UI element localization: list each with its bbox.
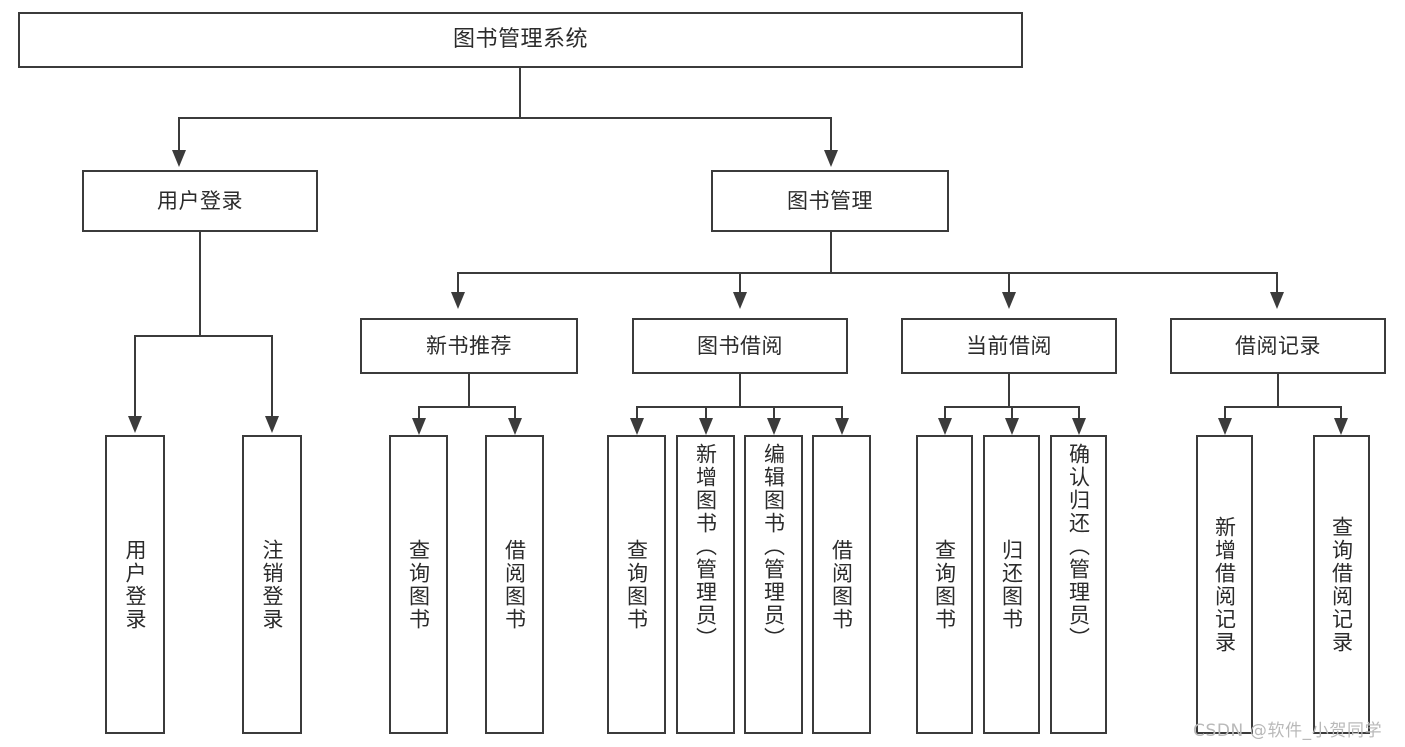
node-label: 新增借阅记录	[1212, 515, 1237, 654]
connector-book-manage-stem	[830, 232, 832, 272]
connector-to-book-borrow	[739, 272, 741, 294]
leaf-user-login-login[interactable]: 用户登录	[105, 435, 165, 734]
leaf-book-borrow-add[interactable]: 新增图书（管理员）	[676, 435, 735, 734]
connector-book-borrow-stem	[739, 374, 741, 406]
connector-borrow-record-leaf1	[1224, 406, 1226, 420]
connector-current-borrow-leaf2	[1011, 406, 1013, 420]
node-label: 编辑图书（管理员）	[761, 443, 786, 650]
arrowhead-new-book-leaf2	[508, 418, 522, 435]
connector-new-book-leaf1	[418, 406, 420, 420]
arrowhead-to-user-login	[172, 150, 186, 167]
node-label: 查询图书	[932, 538, 957, 631]
connector-book-borrow-bus	[636, 406, 843, 408]
connector-new-book-leaf2	[514, 406, 516, 420]
leaf-new-book-query[interactable]: 查询图书	[389, 435, 448, 734]
arrowhead-to-book-borrow	[733, 292, 747, 309]
arrowhead-user-login-leaf1	[128, 416, 142, 433]
connector-user-login-bus	[134, 335, 273, 337]
node-label: 新书推荐	[426, 333, 512, 358]
arrowhead-to-borrow-record	[1270, 292, 1284, 309]
connector-new-book-stem	[468, 374, 470, 406]
node-label: 查询借阅记录	[1329, 515, 1354, 654]
connector-to-borrow-record	[1276, 272, 1278, 294]
arrowhead-to-book-manage	[824, 150, 838, 167]
node-book-borrow[interactable]: 图书借阅	[632, 318, 848, 374]
node-label: 图书管理	[787, 188, 873, 213]
arrowhead-current-borrow-leaf2	[1005, 418, 1019, 435]
connector-current-borrow-stem	[1008, 374, 1010, 406]
node-label: 确认归还（管理员）	[1066, 443, 1091, 650]
leaf-borrow-record-query[interactable]: 查询借阅记录	[1313, 435, 1370, 734]
leaf-book-borrow-query[interactable]: 查询图书	[607, 435, 666, 734]
leaf-borrow-record-add[interactable]: 新增借阅记录	[1196, 435, 1253, 734]
connector-root-to-book-manage	[830, 117, 832, 153]
arrowhead-current-borrow-leaf1	[938, 418, 952, 435]
node-borrow-record[interactable]: 借阅记录	[1170, 318, 1386, 374]
arrowhead-user-login-leaf2	[265, 416, 279, 433]
connector-root-stem	[519, 68, 521, 117]
leaf-current-borrow-return[interactable]: 归还图书	[983, 435, 1040, 734]
node-label: 注销登录	[260, 538, 285, 631]
node-label: 图书借阅	[697, 333, 783, 358]
arrowhead-new-book-leaf1	[412, 418, 426, 435]
node-label: 归还图书	[999, 538, 1024, 631]
node-label: 用户登录	[157, 188, 243, 213]
connector-user-login-leaf2	[271, 335, 273, 418]
connector-borrow-record-stem	[1277, 374, 1279, 406]
node-root-system[interactable]: 图书管理系统	[18, 12, 1023, 68]
connector-root-to-user-login	[178, 117, 180, 153]
connector-borrow-record-leaf2	[1340, 406, 1342, 420]
leaf-current-borrow-confirm[interactable]: 确认归还（管理员）	[1050, 435, 1107, 734]
connector-borrow-record-bus	[1224, 406, 1342, 408]
watermark-csdn: CSDN @软件_小贺同学	[1193, 721, 1383, 741]
leaf-user-login-logout[interactable]: 注销登录	[242, 435, 302, 734]
node-label: 用户登录	[123, 538, 148, 631]
arrowhead-to-new-book	[451, 292, 465, 309]
connector-book-borrow-leaf2	[705, 406, 707, 420]
node-label: 借阅图书	[502, 538, 527, 631]
connector-root-bus	[178, 117, 832, 119]
arrowhead-book-borrow-leaf2	[699, 418, 713, 435]
connector-book-borrow-leaf4	[841, 406, 843, 420]
node-book-management[interactable]: 图书管理	[711, 170, 949, 232]
connector-current-borrow-leaf3	[1078, 406, 1080, 420]
node-label: 借阅记录	[1235, 333, 1321, 358]
node-label: 图书管理系统	[452, 27, 588, 53]
arrowhead-book-borrow-leaf3	[767, 418, 781, 435]
node-label: 新增图书（管理员）	[693, 443, 718, 650]
arrowhead-book-borrow-leaf4	[835, 418, 849, 435]
connector-user-login-leaf1	[134, 335, 136, 418]
arrowhead-borrow-record-leaf2	[1334, 418, 1348, 435]
arrowhead-current-borrow-leaf3	[1072, 418, 1086, 435]
node-new-book-recommend[interactable]: 新书推荐	[360, 318, 578, 374]
connector-book-borrow-leaf3	[773, 406, 775, 420]
connector-to-new-book	[457, 272, 459, 294]
node-current-borrow[interactable]: 当前借阅	[901, 318, 1117, 374]
leaf-book-borrow-borrow[interactable]: 借阅图书	[812, 435, 871, 734]
connector-current-borrow-leaf1	[944, 406, 946, 420]
connector-new-book-bus	[418, 406, 516, 408]
leaf-book-borrow-edit[interactable]: 编辑图书（管理员）	[744, 435, 803, 734]
node-user-login[interactable]: 用户登录	[82, 170, 318, 232]
arrowhead-book-borrow-leaf1	[630, 418, 644, 435]
node-label: 借阅图书	[829, 538, 854, 631]
connector-to-current-borrow	[1008, 272, 1010, 294]
connector-book-borrow-leaf1	[636, 406, 638, 420]
node-label: 当前借阅	[966, 333, 1052, 358]
connector-user-login-stem	[199, 232, 201, 335]
arrowhead-to-current-borrow	[1002, 292, 1016, 309]
leaf-new-book-borrow[interactable]: 借阅图书	[485, 435, 544, 734]
leaf-current-borrow-query[interactable]: 查询图书	[916, 435, 973, 734]
arrowhead-borrow-record-leaf1	[1218, 418, 1232, 435]
node-label: 查询图书	[406, 538, 431, 631]
node-label: 查询图书	[624, 538, 649, 631]
connector-book-manage-bus	[457, 272, 1276, 274]
